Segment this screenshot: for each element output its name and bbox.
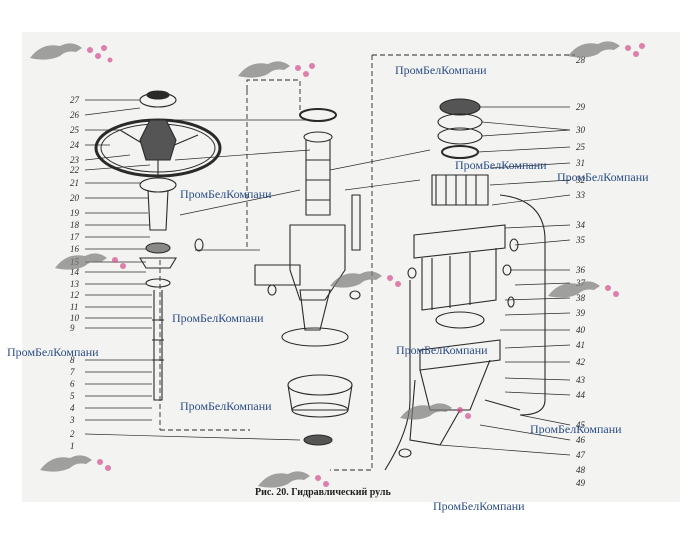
scan-paper (22, 32, 680, 502)
steering-shaft (139, 238, 204, 401)
watermark-logo-1 (30, 43, 113, 63)
figure-caption: Рис. 20. Гидравлический руль (255, 487, 391, 498)
watermark-text: ПромБелКомпани (557, 170, 649, 184)
leader-lines-left (84, 99, 311, 441)
part-number-labels-left: 2726252423222120191817161514131211109876… (69, 95, 80, 451)
part-number-label: 41 (576, 340, 585, 350)
part-number-label: 43 (576, 375, 586, 385)
watermark-logo-7 (400, 403, 471, 420)
watermark-text: ПромБелКомпани (180, 187, 272, 201)
part-number-labels-right: 2829302531323334353637383940414243444546… (575, 55, 586, 488)
part-number-label: 34 (575, 220, 586, 230)
part-number-label: 24 (70, 140, 80, 150)
watermark-logo-4 (55, 253, 126, 270)
part-number-label: 20 (70, 193, 80, 203)
part-number-label: 25 (70, 125, 80, 135)
watermark-text: ПромБелКомпани (433, 499, 525, 513)
part-number-label: 26 (70, 110, 80, 120)
hydraulic-cylinder-assembly (384, 98, 546, 471)
part-number-label: 31 (575, 158, 585, 168)
watermark-text: ПромБелКомпани (395, 63, 487, 77)
part-number-label: 39 (575, 308, 586, 318)
watermark-logo-9 (258, 471, 329, 488)
part-number-label: 7 (70, 367, 75, 377)
part-number-label: 16 (70, 244, 80, 254)
part-number-label: 25 (576, 142, 586, 152)
part-number-label: 21 (70, 178, 79, 188)
watermark-text: ПромБелКомпани (530, 422, 622, 436)
part-number-label: 35 (575, 235, 586, 245)
part-number-label: 27 (70, 95, 80, 105)
part-number-label: 13 (70, 279, 80, 289)
part-number-label: 42 (576, 357, 586, 367)
part-number-label: 22 (70, 165, 80, 175)
part-number-label: 8 (70, 355, 75, 365)
part-number-label: 2 (70, 429, 75, 439)
part-number-label: 36 (575, 265, 586, 275)
watermark-text: ПромБелКомпани (172, 311, 264, 325)
watermark-logo-6 (548, 281, 619, 298)
part-number-label: 40 (576, 325, 586, 335)
part-number-label: 6 (70, 379, 75, 389)
part-number-label: 46 (576, 435, 586, 445)
steering-column-housing (254, 108, 361, 347)
part-number-label: 28 (576, 55, 586, 65)
part-number-label: 17 (70, 232, 80, 242)
watermark-logo-5 (330, 271, 401, 288)
part-number-label: 29 (576, 102, 586, 112)
part-number-label: 38 (575, 293, 586, 303)
part-number-label: 4 (70, 403, 75, 413)
part-number-label: 19 (70, 208, 80, 218)
part-number-label: 30 (575, 125, 586, 135)
watermark-logo-8 (40, 455, 111, 472)
part-number-label: 9 (70, 323, 75, 333)
part-number-label: 14 (70, 267, 80, 277)
lower-cover (287, 374, 353, 446)
part-number-label: 49 (576, 478, 586, 488)
watermark-logos (30, 41, 645, 488)
watermark-text: ПромБелКомпани (180, 399, 272, 413)
part-number-label: 48 (576, 465, 586, 475)
part-number-label: 10 (70, 313, 80, 323)
watermark-text: ПромБелКомпани (7, 345, 99, 359)
part-number-label: 3 (69, 415, 75, 425)
part-number-label: 1 (70, 441, 75, 451)
assembly-frame-lines (159, 54, 575, 471)
steering-wheel (94, 90, 222, 231)
part-number-label: 33 (575, 190, 586, 200)
part-number-label: 44 (576, 390, 586, 400)
part-number-label: 5 (70, 391, 75, 401)
watermark-logo-3 (568, 41, 645, 58)
part-number-label: 47 (576, 450, 586, 460)
leader-lines-right (329, 106, 571, 456)
part-number-label: 32 (575, 175, 586, 185)
watermark-text: ПромБелКомпани (396, 343, 488, 357)
part-number-label: 45 (576, 420, 586, 430)
part-number-label: 18 (70, 220, 80, 230)
watermark-text: ПромБелКомпани (455, 158, 547, 172)
part-number-label: 23 (70, 155, 80, 165)
watermark-logo-2 (238, 61, 315, 78)
part-number-label: 11 (70, 302, 78, 312)
part-number-label: 12 (70, 290, 80, 300)
